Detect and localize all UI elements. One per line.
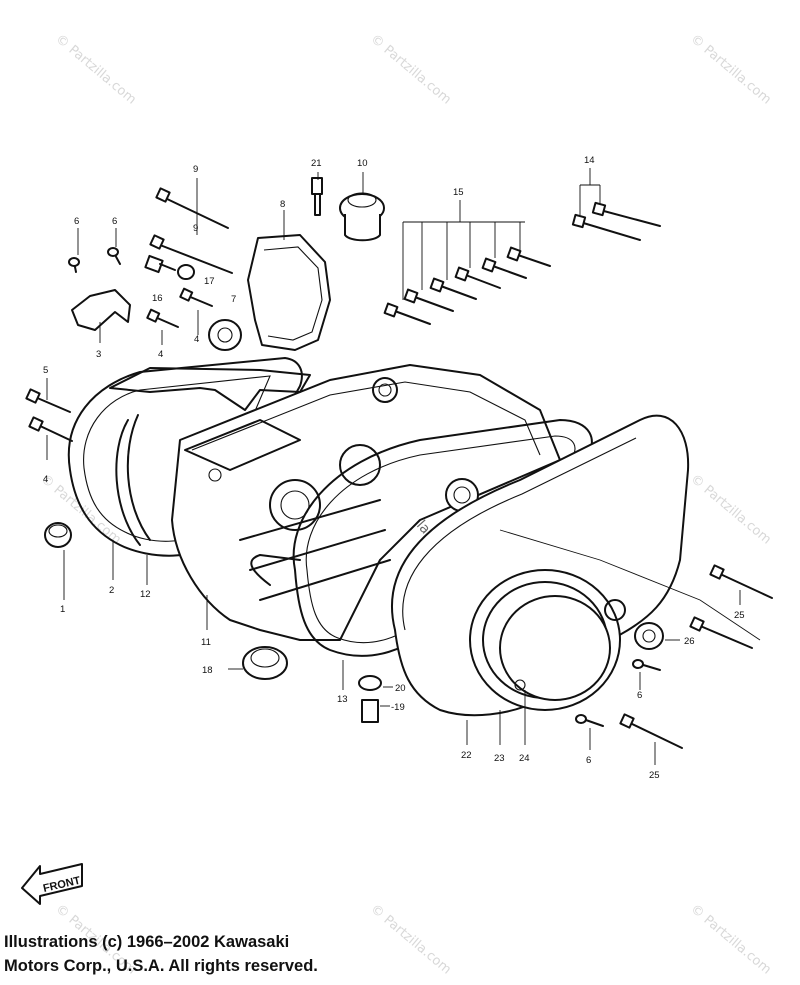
copyright-notice: Illustrations (c) 1966–2002 Kawasaki Mot…	[4, 930, 564, 978]
callout-label: 10	[357, 158, 368, 169]
callout-label: 17	[204, 276, 215, 287]
callout-label: 4	[43, 474, 48, 485]
callout-label: 1	[60, 604, 65, 615]
callout-label: 4	[158, 349, 163, 360]
bolts	[25, 187, 773, 749]
callout-label: 18	[202, 665, 213, 676]
callout-label: 24	[519, 753, 530, 764]
leader-lines	[46, 168, 761, 765]
watermark: © Partzilla.com	[687, 902, 773, 978]
callout-label: 12	[140, 589, 151, 600]
callout-label: 5	[43, 365, 48, 376]
callout-label: 6	[637, 690, 642, 701]
callout-label: 9	[193, 164, 198, 175]
callout-label: 6	[586, 755, 591, 766]
copyright-line: Illustrations (c) 1966–2002 Kawasaki	[4, 933, 290, 951]
callout-label: 14	[584, 155, 595, 166]
callout-label: 16	[152, 293, 163, 304]
callout-label: 6	[112, 216, 117, 227]
callout-label: 15	[453, 187, 464, 198]
callout-label: 4	[194, 334, 199, 345]
callout-label: 25	[734, 610, 745, 621]
callout-label: 3	[96, 349, 101, 360]
callout-label: 11	[201, 637, 211, 648]
sprocket-cover	[247, 234, 331, 351]
callout-label: 9	[193, 223, 198, 234]
watermark: © Partzilla.com	[367, 32, 453, 108]
callout-label: -19	[391, 702, 405, 713]
callout-label: 21	[311, 158, 322, 169]
watermark: © Partzilla.com	[687, 32, 773, 108]
callout-label: 20	[395, 683, 406, 694]
callout-label: 25	[649, 770, 660, 781]
callout-label: 26	[684, 636, 695, 647]
front-arrow: FRONT	[21, 863, 83, 905]
copyright-line: Motors Corp., U.S.A. All rights reserved…	[4, 957, 318, 975]
watermark: © Partzilla.com	[687, 472, 773, 548]
callout-label: 23	[494, 753, 505, 764]
upper-cover-plate	[109, 367, 311, 411]
bracket	[71, 289, 131, 331]
right-crankcase-cover	[390, 414, 690, 717]
callout-label: 22	[461, 750, 472, 761]
callout-label: 7	[231, 294, 236, 305]
callout-numbers: 1 2 3 4 4 4 5 6 6 6 6 7 8 9 9 10 11 12 1…	[43, 155, 745, 781]
callout-label: 2	[109, 585, 114, 596]
watermark: © Partzilla.com	[52, 32, 138, 108]
fitting	[311, 177, 323, 216]
callout-label: 8	[280, 199, 285, 210]
callout-label: 13	[337, 694, 348, 705]
oil-filler-cap	[339, 192, 385, 242]
callout-label: 6	[74, 216, 79, 227]
